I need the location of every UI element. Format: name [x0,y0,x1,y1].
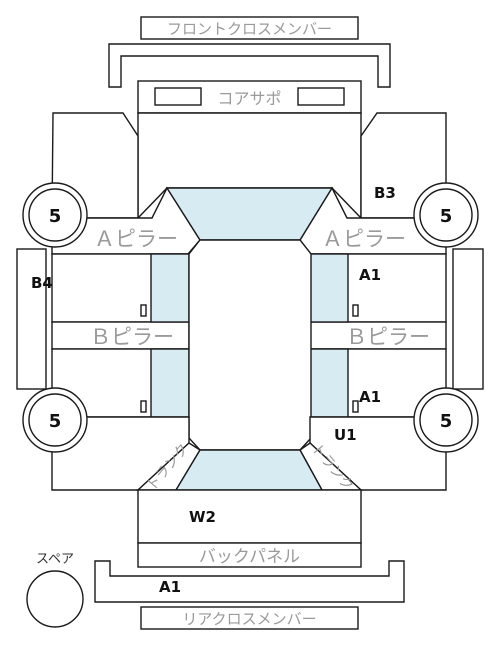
right-rear-window [309,348,349,418]
front-right-tire: 5 [413,182,479,248]
code-a1-upper: A1 [359,266,381,284]
code-b3: B3 [374,184,396,202]
right-side-skirt [452,248,484,390]
trunk-lid [137,489,362,544]
left-a-pillar-label: Ａピラー [94,227,178,251]
right-b-pillar-label: Ｂピラー [346,325,430,349]
rear-cross-member-label: リアクロスメンバー [182,610,316,628]
right-front-door-handle [352,304,359,317]
left-b-pillar [51,321,190,350]
rear-bracket [94,560,405,603]
core-support-right-slot [297,87,345,106]
rear-cross-member-box [140,606,359,630]
left-rear-door-handle [140,400,147,413]
right-a-pillar-label: Ａピラー [322,227,406,251]
spare-tire [26,570,84,628]
back-panel-label: バックパネル [199,547,300,567]
left-b-pillar-label: Ｂピラー [90,325,174,349]
roof [188,239,312,451]
core-support-label: コアサポ [217,89,281,108]
back-panel-box [137,542,362,568]
left-front-door-handle [140,304,147,317]
rear-left-tire: 5 [22,387,88,453]
front-right-tire-value: 5 [440,206,453,227]
core-support-left-slot [154,87,202,106]
front-left-tire-value: 5 [49,206,62,227]
left-front-window [150,253,190,323]
front-cross-member-label: フロントクロスメンバー [167,20,332,38]
code-a1-rear: A1 [159,578,181,596]
code-w2: W2 [189,508,216,526]
front-left-tire: 5 [22,182,88,248]
front-bracket [108,43,391,88]
spare-label: スペア [36,552,74,567]
code-a1-lower: A1 [359,388,381,406]
rear-window [174,449,324,491]
right-rear-door-handle [352,400,359,413]
rear-left-tire-value: 5 [49,411,62,432]
front-cross-member-box [140,16,359,40]
rear-right-tire: 5 [413,387,479,453]
code-b4: B4 [31,274,53,292]
code-u1: U1 [334,426,357,444]
left-rear-window [150,348,190,418]
rear-right-tire-value: 5 [440,411,453,432]
right-front-window [309,253,349,323]
left-side-skirt [16,248,47,390]
